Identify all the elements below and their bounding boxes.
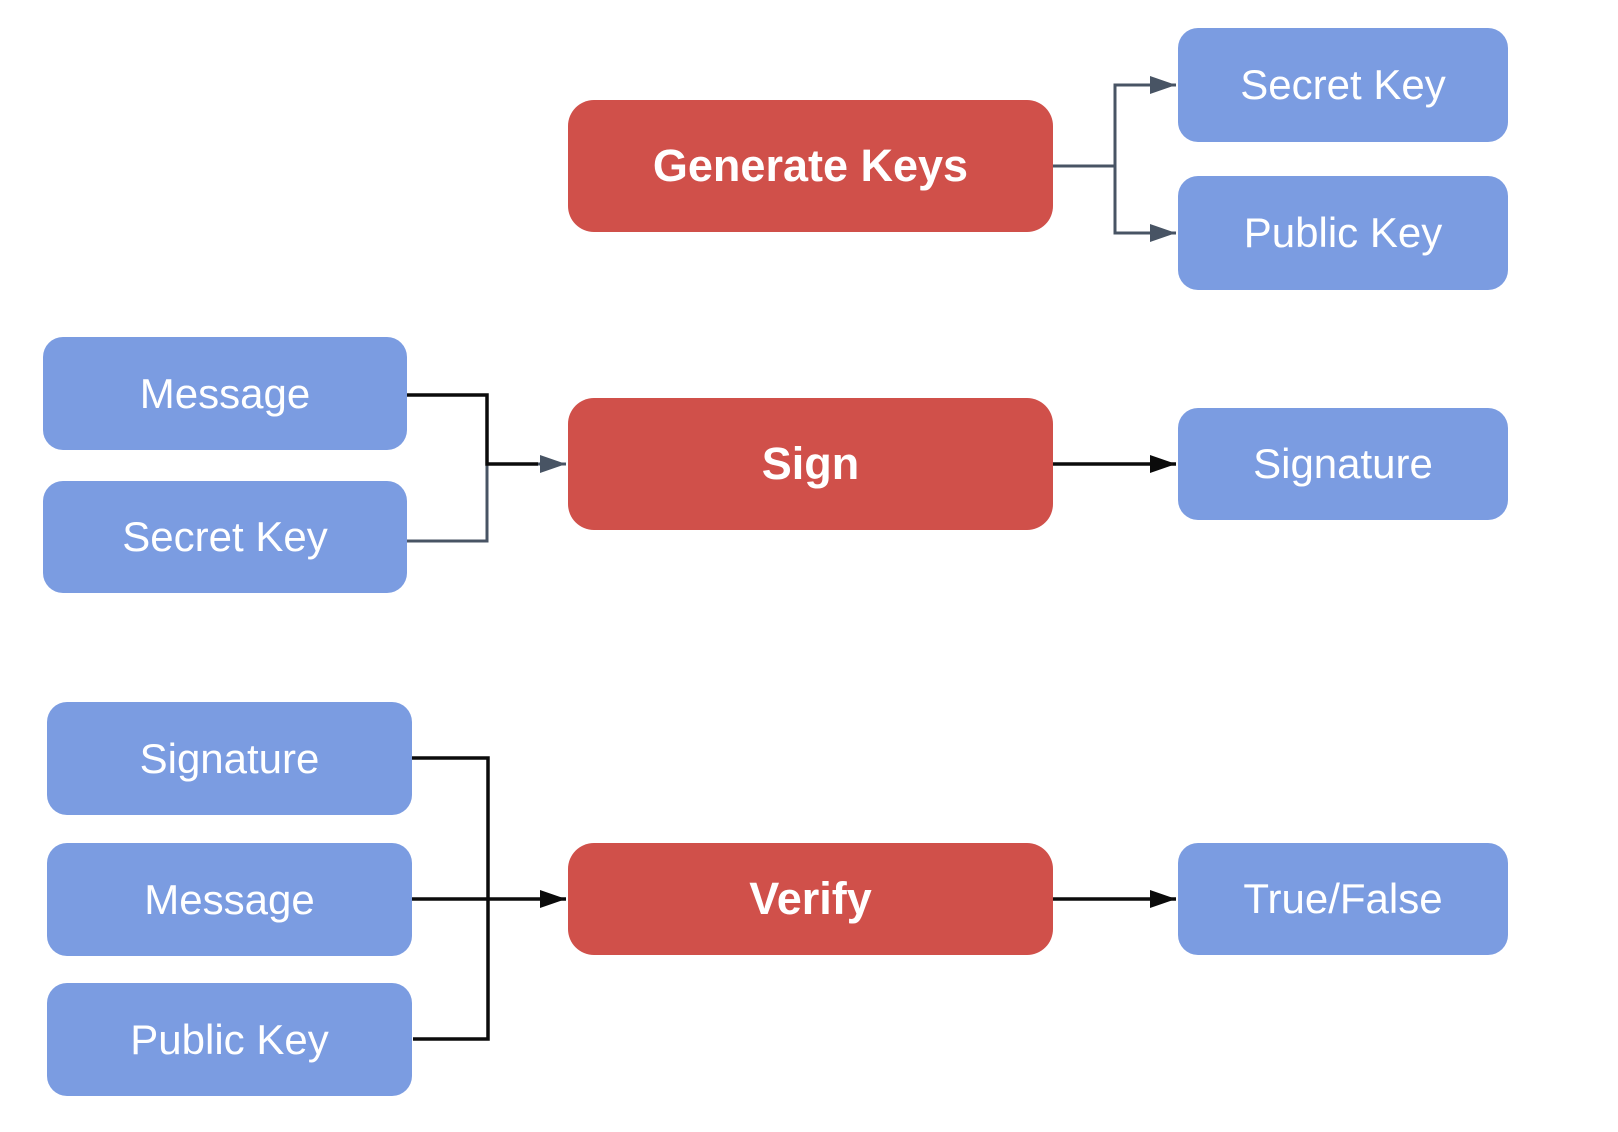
node-true-false: True/False	[1178, 843, 1508, 955]
edge-generate-to-secret-key	[1053, 76, 1176, 168]
node-message-verify-input: Message	[47, 843, 412, 956]
edge-generate-to-public-key	[1053, 164, 1176, 242]
edge-public-key-to-verify	[413, 899, 490, 1041]
edge-signature-to-verify	[412, 756, 490, 899]
node-secret-key-sign-input: Secret Key	[43, 481, 407, 593]
node-generate-keys: Generate Keys	[568, 100, 1053, 232]
node-message-sign-input: Message	[43, 337, 407, 450]
edge-secret-key-to-sign	[407, 455, 566, 543]
node-signature-output: Signature	[1178, 408, 1508, 520]
edge-message-to-sign	[407, 393, 538, 466]
node-public-key-output: Public Key	[1178, 176, 1508, 290]
node-secret-key-output: Secret Key	[1178, 28, 1508, 142]
node-verify: Verify	[568, 843, 1053, 955]
node-signature-verify-input: Signature	[47, 702, 412, 815]
node-public-key-verify-input: Public Key	[47, 983, 412, 1096]
node-sign: Sign	[568, 398, 1053, 530]
